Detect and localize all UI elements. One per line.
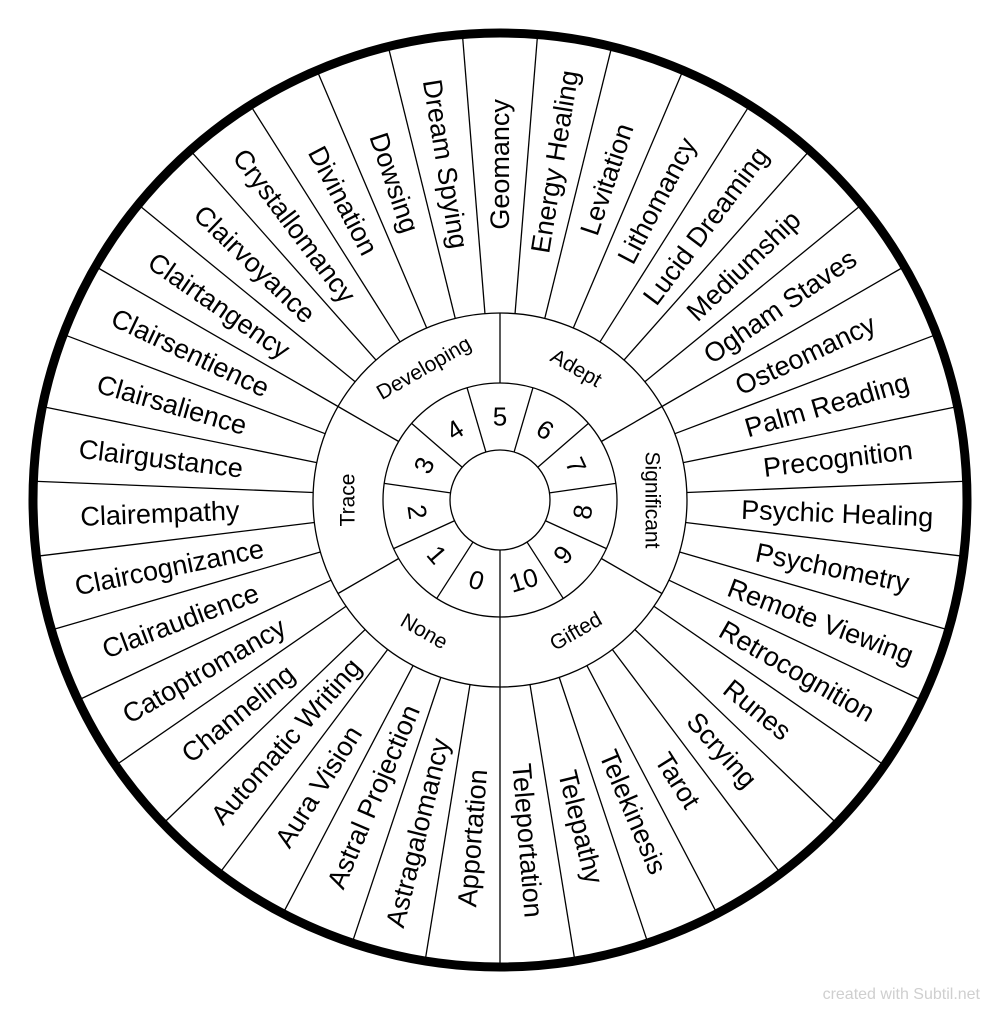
outer-divider [251, 108, 401, 343]
outer-divider [623, 153, 808, 361]
outer-divider [221, 649, 389, 871]
outer-divider [140, 206, 356, 383]
outer-divider [685, 521, 960, 557]
number-divider [411, 422, 463, 468]
outer-divider [599, 108, 749, 343]
outer-divider [611, 649, 779, 871]
outer-divider [425, 684, 471, 958]
outer-divider [46, 406, 317, 464]
outer-divider [462, 38, 486, 314]
outer-divider [81, 579, 332, 700]
number-divider [384, 482, 451, 494]
outer-divider [165, 629, 366, 822]
number-sector-dividers [384, 387, 616, 617]
outer-divider [192, 153, 377, 361]
outer-divider [634, 629, 835, 822]
outer-divider [586, 665, 716, 911]
number-divider [537, 422, 589, 468]
outer-divider [352, 677, 442, 940]
ring-divider [337, 557, 400, 595]
ring-divider [600, 405, 663, 443]
outer-sector-dividers [37, 38, 963, 963]
outer-divider [668, 579, 919, 700]
number-divider [513, 387, 534, 453]
number-divider [436, 541, 474, 599]
outer-divider [572, 73, 683, 329]
outer-label: Clairempathy [80, 495, 241, 531]
outer-divider [98, 267, 339, 408]
outer-divider [40, 521, 315, 557]
outer-divider [653, 605, 882, 764]
center-hub [449, 449, 551, 551]
outer-divider [661, 267, 902, 408]
ring-label: Significant [641, 452, 664, 549]
outer-divider [37, 480, 314, 494]
number-divider [466, 387, 487, 453]
number-label: 2 [401, 503, 433, 522]
credit-text: created with Subtil.net [822, 986, 980, 1003]
outer-divider [679, 551, 945, 630]
outer-divider [686, 480, 963, 494]
outer-divider [55, 551, 321, 630]
outer-divider [118, 605, 347, 764]
outer-divider [317, 73, 428, 329]
outer-divider [66, 335, 326, 435]
number-divider [526, 541, 564, 599]
outer-divider [683, 406, 954, 464]
ring-divider [337, 405, 400, 443]
number-label: 5 [493, 402, 507, 432]
outer-divider [644, 206, 860, 383]
outer-divider [544, 50, 612, 319]
outer-divider [558, 677, 648, 940]
outer-divider [514, 38, 538, 314]
outer-label: Geomancy [485, 99, 515, 230]
outer-divider [529, 684, 575, 958]
number-label: 8 [567, 503, 599, 522]
outer-divider [284, 665, 414, 911]
number-divider [393, 520, 455, 550]
outer-divider [674, 335, 934, 435]
ring-divider [600, 557, 663, 595]
ring-sector-dividers [337, 313, 663, 687]
number-divider [549, 482, 616, 494]
outer-divider [388, 50, 456, 319]
number-divider [545, 520, 607, 550]
ring-label: Trace [337, 474, 360, 527]
